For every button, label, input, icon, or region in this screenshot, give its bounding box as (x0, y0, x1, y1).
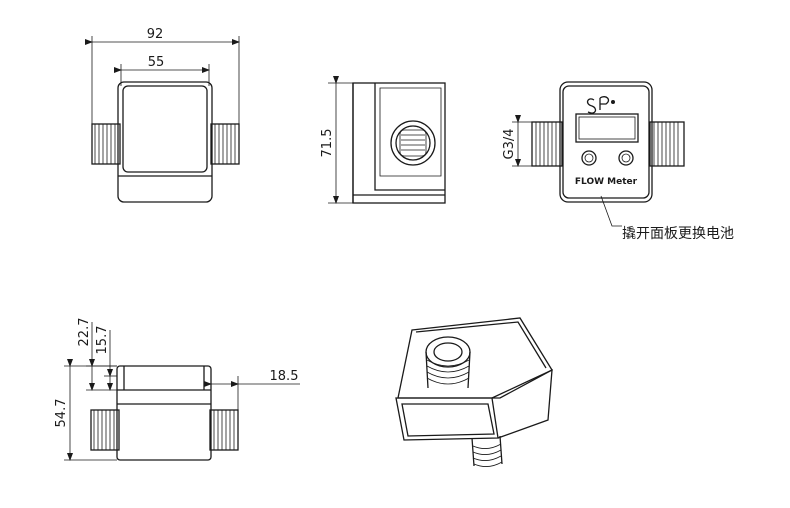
bottom-right-thread (209, 409, 239, 451)
dim-body-height: 54.7 (54, 399, 69, 428)
front-view-body (559, 81, 653, 203)
bottom-view: 54.7 22.7 15.7 18.5 (54, 318, 300, 461)
top-view-panel (122, 85, 208, 173)
note-leader (600, 195, 622, 227)
dim-top-offset: 22.7 (77, 318, 92, 347)
front-view: FLOW Meter G3/4 撬开面板更换电池 (502, 81, 734, 242)
dim-overall-length: 92 (147, 27, 164, 42)
display-window (575, 113, 639, 143)
side-view: 71.5 (320, 76, 446, 204)
iso-top-port (425, 336, 471, 389)
top-view-body (117, 81, 213, 203)
side-view-port (390, 120, 436, 166)
brand-logo (586, 96, 615, 114)
dim-thread-size: G3/4 (502, 129, 517, 160)
bottom-view-body (116, 365, 212, 461)
isometric-view (395, 317, 553, 467)
top-view: 92 55 (85, 27, 240, 203)
right-thread (210, 123, 240, 165)
battery-note: 撬开面板更换电池 (622, 225, 734, 242)
button-left (581, 150, 597, 166)
side-view-body (352, 82, 446, 204)
front-left-thread (531, 121, 563, 167)
dim-height-side: 71.5 (320, 129, 335, 158)
dim-body-width: 55 (148, 55, 165, 70)
iso-bottom-port (471, 435, 503, 467)
left-thread (91, 123, 121, 165)
front-right-thread (649, 121, 685, 167)
dim-thread-length: 18.5 (270, 369, 299, 384)
button-right (618, 150, 634, 166)
bottom-left-thread (90, 409, 120, 451)
dim-inner-offset: 15.7 (95, 326, 110, 355)
front-panel-label: FLOW Meter (575, 177, 638, 187)
